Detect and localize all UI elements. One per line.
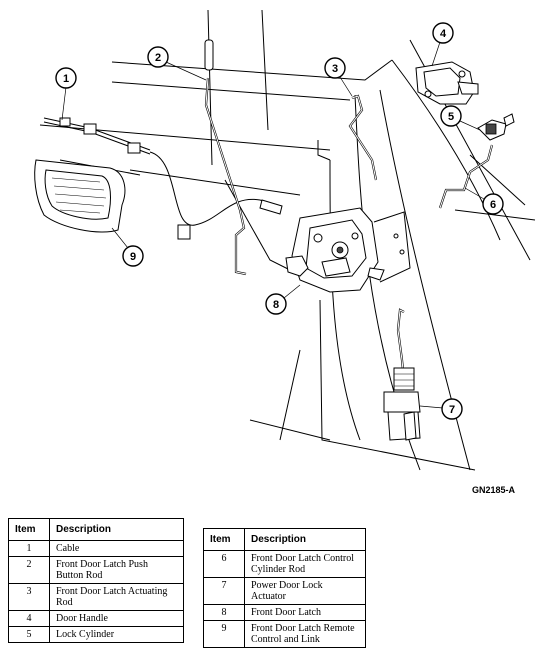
- lock-cylinder: [477, 113, 515, 141]
- door-latch: [285, 207, 411, 293]
- legend-item-description: Front Door Latch Control Cylinder Rod: [244, 550, 366, 578]
- push-button-rod: [204, 39, 247, 276]
- callout-6: 6: [482, 193, 504, 215]
- legend-item-description: Power Door Lock Actuator: [244, 577, 366, 605]
- callout-7: 7: [441, 398, 463, 420]
- legend-header-item: Item: [8, 518, 50, 541]
- legend-header-description: Description: [49, 518, 184, 541]
- legend-item-description: Front Door Latch: [244, 604, 366, 621]
- legend-item-number: 5: [8, 626, 50, 643]
- cable: [43, 117, 283, 240]
- legend-item-number: 1: [8, 540, 50, 557]
- figure-code: GN2185-A: [472, 485, 516, 495]
- legend-header-description: Description: [244, 528, 366, 551]
- door-handle: [415, 61, 479, 105]
- legend-item-number: 2: [8, 556, 50, 584]
- callout-4: 4: [432, 22, 454, 44]
- legend-item-number: 3: [8, 583, 50, 611]
- callout-3: 3: [324, 57, 346, 79]
- legend-item-description: Cable: [49, 540, 184, 557]
- legend-item-description: Front Door Latch Actuating Rod: [49, 583, 184, 611]
- callout-3-label: 3: [332, 63, 338, 75]
- callout-9-label: 9: [130, 251, 136, 263]
- legend-item-description: Front Door Latch Push Button Rod: [49, 556, 184, 584]
- actuating-rod: [348, 94, 378, 181]
- legend-item-number: 8: [203, 604, 245, 621]
- callout-6-label: 6: [490, 199, 496, 211]
- legend-item-number: 6: [203, 550, 245, 578]
- callout-9: 9: [122, 245, 144, 267]
- legend-item-description: Door Handle: [49, 610, 184, 627]
- callout-2-label: 2: [155, 52, 161, 64]
- callout-8: 8: [265, 293, 287, 315]
- leader-lines: [61, 41, 485, 409]
- callout-5: 5: [440, 105, 462, 127]
- callout-1: 1: [55, 67, 77, 89]
- callout-1-label: 1: [63, 73, 69, 85]
- legend-item-number: 4: [8, 610, 50, 627]
- callout-4-label: 4: [440, 28, 447, 40]
- door-latch-diagram: 1 2 3 4 5 6 7 8 9: [34, 9, 536, 471]
- callout-5-label: 5: [448, 111, 454, 123]
- remote-control-handle: [34, 159, 126, 233]
- control-cylinder-rod: [438, 144, 494, 209]
- callout-8-label: 8: [273, 299, 279, 311]
- callout-7-label: 7: [449, 404, 455, 416]
- legend-header-item: Item: [203, 528, 245, 551]
- legend-item-number: 7: [203, 577, 245, 605]
- power-lock-actuator: [383, 308, 421, 441]
- callout-2: 2: [147, 46, 169, 68]
- legend-item-description: Lock Cylinder: [49, 626, 184, 643]
- legend-item-description: Front Door Latch Remote Control and Link: [244, 620, 366, 648]
- legend-item-number: 9: [203, 620, 245, 648]
